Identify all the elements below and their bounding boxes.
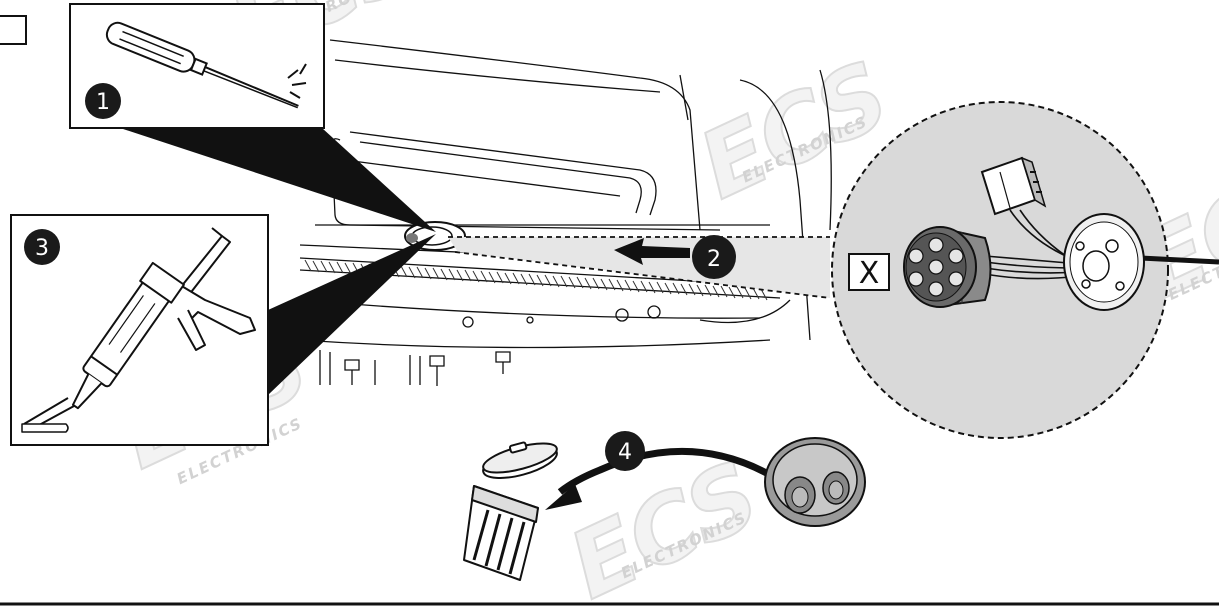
terminal-connector-icon	[980, 156, 1047, 216]
bumper-hole	[526, 316, 534, 324]
socket-plate-icon	[1063, 213, 1145, 311]
step-1-panel: 1	[69, 3, 436, 232]
discard-arrowhead	[545, 484, 582, 510]
step-3-badge	[24, 229, 60, 265]
marker-x-label: X	[859, 256, 880, 291]
arrow-icon	[614, 238, 690, 265]
step-pad-texture	[304, 259, 768, 301]
bumper-hole	[615, 308, 629, 322]
underside-bolts	[319, 350, 511, 386]
step-4-badge	[605, 431, 645, 471]
step-2-number: 2	[707, 247, 721, 272]
bumper-hole	[647, 305, 661, 319]
step-4-number: 4	[618, 440, 632, 465]
screwdriver-icon	[105, 21, 307, 109]
watermark-4: ECS ELECTRONICS	[553, 440, 775, 607]
sealant-gun-icon	[21, 227, 256, 433]
step-2-badge	[692, 235, 736, 279]
step-3-pointer	[268, 234, 436, 395]
bumper-hole	[462, 316, 474, 328]
step-3-panel: 3	[10, 214, 436, 446]
vehicle-rear-illustration	[299, 39, 832, 386]
marker-x-box	[848, 253, 890, 291]
step-4-group: 4	[463, 431, 866, 581]
step-3-number: 3	[35, 236, 49, 261]
old-grommet-icon	[764, 437, 866, 527]
step-1-number: 1	[96, 90, 110, 115]
step-1-badge	[85, 83, 121, 119]
trash-bin-icon	[463, 441, 558, 581]
step-1-pointer	[120, 128, 436, 232]
cropped-frame	[0, 15, 27, 45]
detail-zoom: 2 X	[448, 101, 1219, 439]
trailer-plug-icon	[903, 226, 992, 308]
